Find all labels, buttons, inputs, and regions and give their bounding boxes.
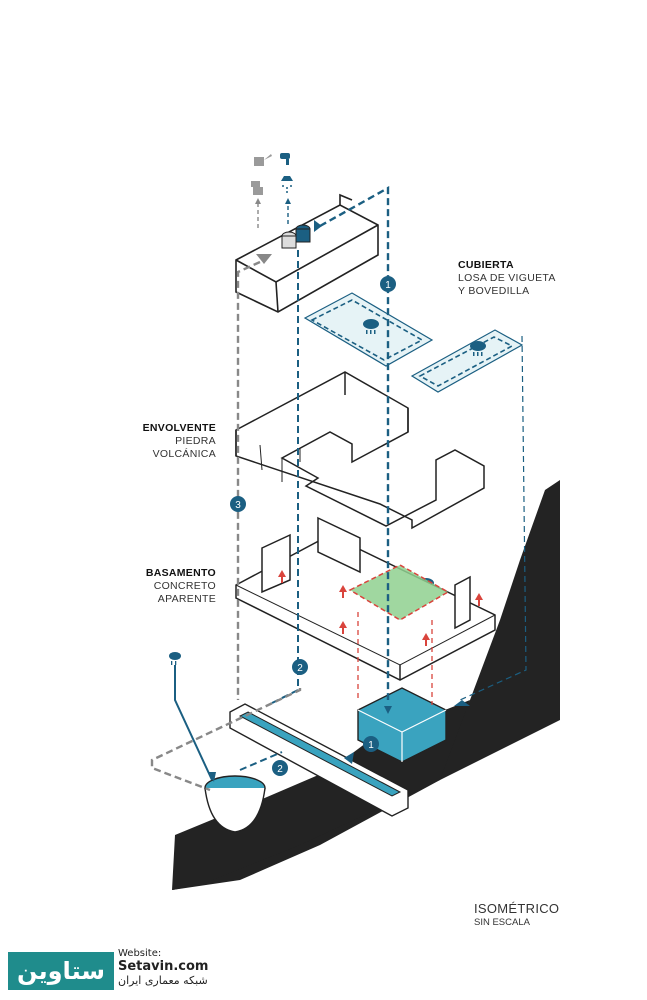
- marker-1: 1: [380, 276, 396, 292]
- circuit-3: [150, 260, 302, 792]
- green-courtyard: [348, 564, 450, 621]
- roof-slab-main: [303, 292, 434, 367]
- cistern-tank: [357, 687, 447, 763]
- rain-basin: [204, 775, 266, 833]
- circuit-1: [319, 185, 390, 700]
- marker-2-upper: 2: [292, 659, 308, 675]
- svg-text:3: 3: [235, 500, 241, 511]
- envelope-walls: [235, 371, 485, 530]
- svg-text:1: 1: [385, 280, 391, 291]
- water-channel: [229, 703, 409, 817]
- label-basamento: BASAMENTO CONCRETO APARENTE: [145, 567, 216, 605]
- fixture-supply-lines: [257, 200, 289, 228]
- label-envolvente: ENVOLVENTE PIEDRA VOLCÁNICA: [142, 422, 216, 460]
- roof-slab-small: [410, 329, 524, 393]
- base-slab: [235, 516, 496, 681]
- watermark-website: Website: Setavin.com شبکه معماری ایران: [118, 948, 209, 987]
- svg-text:2: 2: [297, 663, 303, 674]
- marker-1-lower: 1: [363, 736, 379, 752]
- svg-text:2: 2: [277, 764, 283, 775]
- faucet-icon: [280, 153, 290, 165]
- toilet-icon: [251, 181, 263, 195]
- shower-icon: [281, 176, 293, 193]
- circuit-secondary: [459, 335, 527, 701]
- label-cubierta: CUBIERTA LOSA DE VIGUETA Y BOVEDILLA: [458, 259, 556, 297]
- watering-can-icon: [254, 154, 272, 166]
- circuit-2: [239, 250, 299, 771]
- svg-text:1: 1: [368, 740, 374, 751]
- watermark-logo: ستاوین: [8, 952, 114, 990]
- water-tank-icon: [281, 224, 311, 249]
- drawing-caption: ISOMÉTRICO SIN ESCALA: [474, 901, 560, 928]
- downpipe: [174, 665, 213, 781]
- marker-2-lower: 2: [272, 760, 288, 776]
- circuit-red: [357, 612, 433, 705]
- red-up-arrows: [278, 570, 483, 646]
- marker-3: 3: [230, 496, 246, 512]
